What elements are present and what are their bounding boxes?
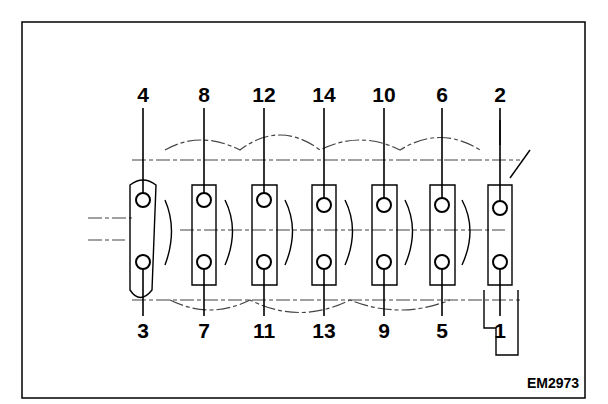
callout-number: 12 [252, 84, 275, 105]
callout-number: 1 [494, 320, 506, 341]
callout-number: 2 [494, 84, 506, 105]
callout-number: 11 [253, 320, 275, 341]
callout-number: 5 [436, 320, 448, 341]
callout-number: 9 [378, 320, 390, 341]
callout-number: 8 [198, 84, 210, 105]
leader-lines [143, 108, 500, 316]
callout-number: 13 [312, 320, 335, 341]
callout-number: 10 [372, 84, 395, 105]
callout-number: 4 [137, 84, 149, 105]
figure-code: EM2973 [527, 376, 579, 390]
callout-number: 7 [198, 320, 210, 341]
callout-number: 6 [436, 84, 448, 105]
callout-number: 14 [312, 84, 335, 105]
callout-number: 3 [137, 320, 149, 341]
